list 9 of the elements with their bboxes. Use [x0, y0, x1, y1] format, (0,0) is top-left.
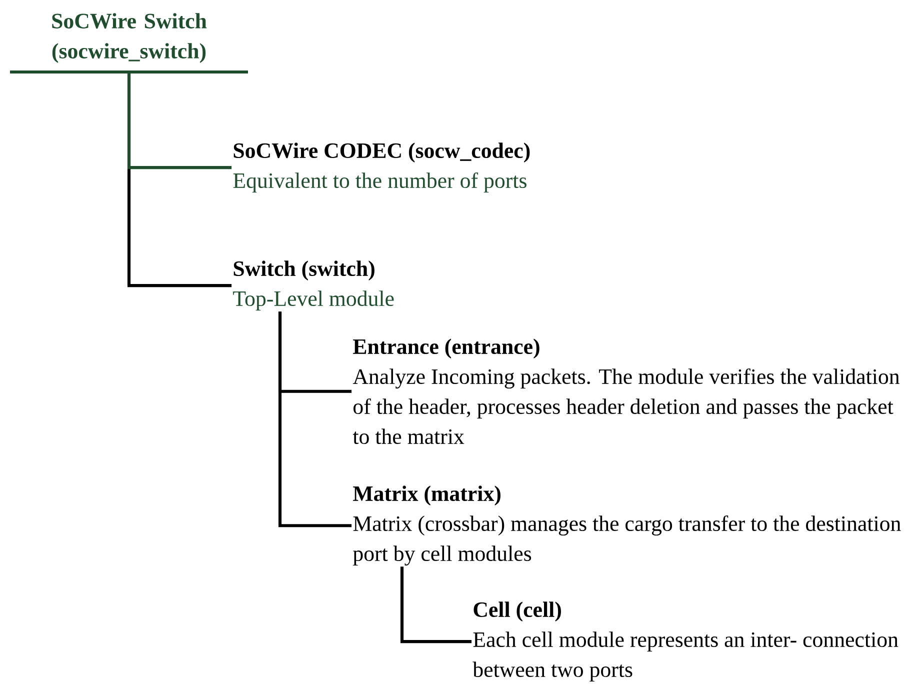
tree-connector — [278, 312, 352, 528]
module-entry: Switch (switch) Top-Level module — [233, 260, 394, 310]
module-entry: Matrix (matrix) Matrix (crossbar) manages the cargo transfer to the destination port by cell modules — [353, 486, 901, 566]
tree-connector — [127, 70, 232, 170]
module-entry: Cell (cell) Each cell module represents an inter- connection between two ports — [472, 602, 898, 682]
tree-connector — [400, 566, 472, 644]
module-entry: Entrance (entrance) Analyze Incoming packets. The module verifies the validation of the header, processes header deletion and passes the packet to the matrix — [352, 338, 900, 444]
module-heading: SoCWire Switch (socwire_switch) — [10, 13, 248, 74]
module-entry: SoCWire CODEC (socw_codec) Equivalent to the number of ports — [233, 142, 530, 192]
